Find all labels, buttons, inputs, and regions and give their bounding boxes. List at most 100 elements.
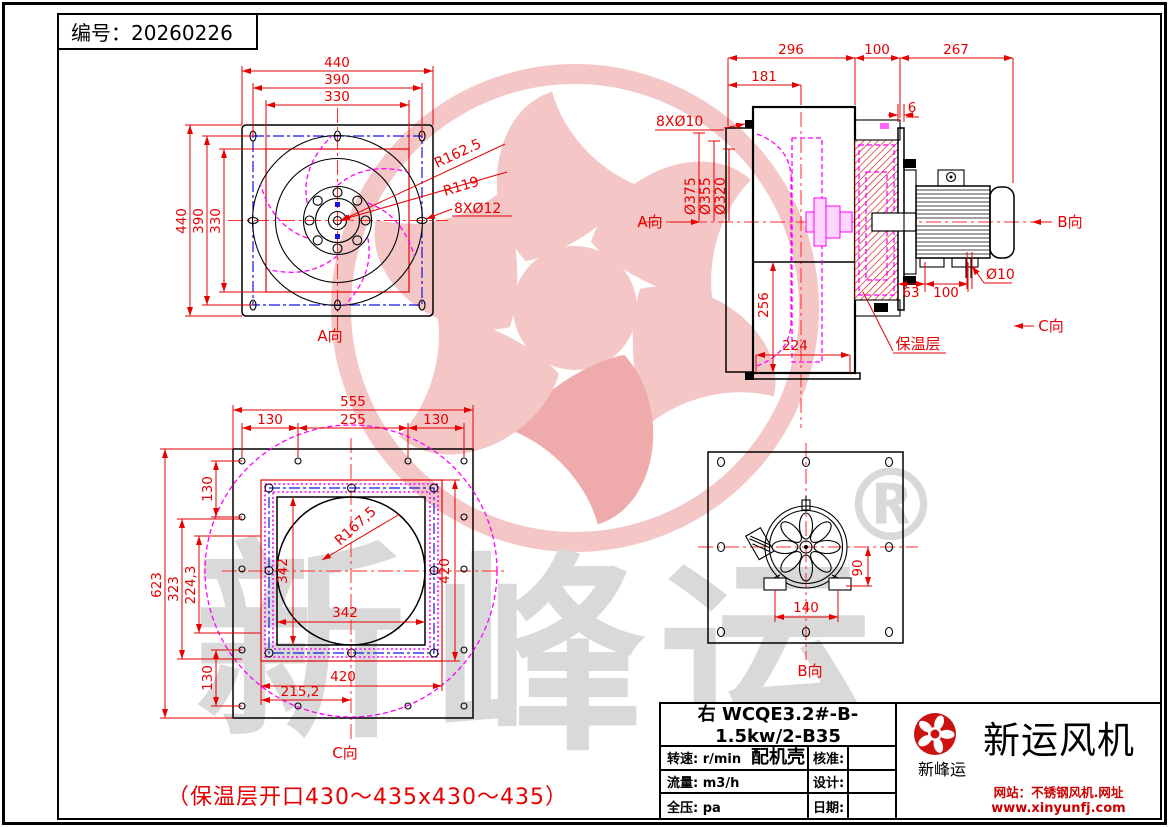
opening-square	[265, 148, 410, 293]
pressure-label: 全压: pa	[667, 800, 721, 816]
dia-355: Ø355	[698, 177, 714, 215]
title-block-table: 右 WCQE3.2#-B-1.5kw/2-B35 配机壳 转速: r/min 核…	[661, 704, 897, 818]
brand-small-text: 新峰运	[917, 760, 966, 779]
designed-label: 设计:	[807, 770, 847, 793]
motor-plate-holes	[716, 456, 894, 638]
wall-plate-outline	[241, 124, 434, 317]
view-c-dims-left	[160, 448, 261, 719]
fan-grille	[771, 512, 841, 582]
dia-375: Ø375	[683, 177, 699, 215]
dim-100-bottom: 100	[933, 285, 959, 301]
dim-100-top: 100	[864, 42, 890, 58]
dim-140: 140	[793, 600, 819, 616]
view-side-dims-top	[727, 55, 1014, 183]
serial-label: 编号：20260226	[71, 21, 233, 45]
model-subtitle: 配机壳	[751, 747, 805, 768]
dim-296: 296	[778, 42, 804, 58]
impeller-blades	[259, 135, 416, 306]
dim-130-bottom: 130	[200, 665, 216, 691]
view-arrow-a: A向	[637, 213, 662, 231]
view-c-dims-top	[232, 405, 474, 457]
title-row-flow: 流量: m3/h 设计:	[661, 770, 895, 795]
motor-plate-outline	[707, 451, 904, 644]
registered-mark-icon: ®	[841, 447, 941, 564]
view-a-dims-top	[241, 66, 434, 149]
dia-10: Ø10	[986, 267, 1015, 283]
brand-website-label: 网站：不锈钢风机.网址	[993, 785, 1124, 800]
dim-130-top: 130	[200, 476, 216, 502]
title-row-pressure: 全压: pa 日期:	[661, 794, 895, 818]
approved-value	[847, 747, 895, 769]
approved-label: 核准:	[807, 747, 847, 769]
dim-130-left: 130	[257, 412, 283, 428]
view-arrow-b: B向	[1057, 213, 1082, 231]
dim-6: 6	[908, 100, 917, 116]
key-mark-top	[335, 202, 340, 207]
motor-feet	[763, 574, 852, 591]
date-value	[847, 794, 895, 818]
drawing-frame	[57, 13, 1162, 820]
dim-330-top: 330	[324, 89, 350, 105]
flow-label: 流量: m3/h	[667, 776, 740, 792]
designed-value	[847, 770, 895, 793]
motor	[903, 159, 1015, 285]
date-label: 日期:	[807, 794, 847, 818]
view-side-dims-bottom	[755, 252, 1012, 373]
title-block-header: 右 WCQE3.2#-B-1.5kw/2-B35 配机壳	[661, 704, 895, 768]
speed-label: 转速: r/min	[667, 752, 742, 768]
title-row-speed: 转速: r/min 核准:	[661, 747, 895, 771]
dim-256: 256	[756, 292, 772, 318]
view-b-motor: 140 90 B向	[698, 443, 918, 680]
view-a-dims-left	[185, 124, 266, 317]
opening-circle	[276, 496, 426, 646]
insulation-label: 保温层	[895, 335, 940, 353]
dim-224: 224	[782, 338, 808, 354]
dim-181: 181	[751, 69, 777, 85]
impeller-section	[756, 133, 853, 367]
plate-holes	[238, 457, 468, 710]
brand-name: 新运风机	[983, 719, 1135, 762]
dim-555: 555	[340, 394, 366, 410]
dim-330-left: 330	[208, 208, 224, 234]
dim-63: 63	[902, 285, 919, 301]
impeller-circles	[251, 134, 424, 307]
dim-390-top: 390	[324, 72, 350, 88]
dim-267: 267	[943, 42, 969, 58]
dia-320: Ø320	[713, 177, 729, 215]
view-c-dims-inner	[260, 479, 460, 705]
dim-130-right: 130	[423, 412, 449, 428]
dim-255: 255	[340, 412, 366, 428]
terminal-box	[744, 526, 775, 561]
key-mark-bottom	[335, 234, 340, 239]
brand-fan-icon	[914, 713, 956, 755]
dim-342-h: 342	[332, 605, 358, 621]
dim-440-top: 440	[324, 55, 350, 71]
opening-frame-red	[260, 479, 443, 662]
dim-420-v: 420	[437, 558, 453, 584]
view-a-caption: A向	[317, 327, 342, 345]
dim-390-left: 390	[191, 208, 207, 234]
view-side-dia-dims	[655, 122, 746, 221]
bottom-flange	[747, 372, 861, 380]
insulation-opening-note: （保温层开口430～435x430～435）	[167, 785, 568, 810]
label-holes-10: 8XØ10	[656, 114, 703, 130]
dim-342-v: 342	[275, 558, 291, 584]
view-b-caption: B向	[797, 662, 822, 680]
dim-215-2: 215,2	[281, 684, 320, 700]
view-c-caption: C向	[332, 744, 357, 762]
dim-623: 623	[149, 572, 165, 598]
insulation-plate-outline	[232, 448, 474, 719]
frame-bolts	[264, 483, 439, 658]
dim-420-h: 420	[330, 669, 356, 685]
title-block: 右 WCQE3.2#-B-1.5kw/2-B35 配机壳 转速: r/min 核…	[659, 702, 1162, 820]
dim-440-left: 440	[174, 208, 190, 234]
dim-90: 90	[850, 559, 866, 576]
clearance-circle	[204, 424, 498, 718]
label-holes-12: 8XØ12	[454, 201, 501, 217]
model-designation: 右 WCQE3.2#-B-1.5kw/2-B35	[697, 704, 859, 747]
view-a-leaders	[339, 143, 512, 222]
serial-box: 编号：20260226	[57, 13, 258, 50]
